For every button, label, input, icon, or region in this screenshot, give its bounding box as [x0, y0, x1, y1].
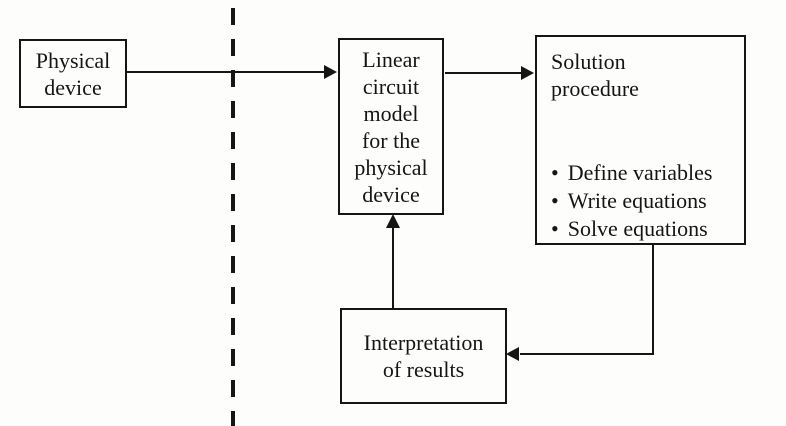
node-physical-device: Physical device [19, 39, 127, 108]
node-label-line: Physical [35, 47, 111, 73]
node-linear-circuit-model: Linear circuit model for the physical de… [338, 38, 444, 215]
node-label-line: Solution [551, 49, 626, 74]
arrowhead-left-icon [506, 347, 519, 361]
solution-procedure-title: Solution procedure [551, 48, 744, 102]
edge-interpretation-to-model-line [392, 228, 394, 308]
arrowhead-right-icon [324, 65, 337, 79]
list-item: • Solve equations [551, 215, 744, 243]
node-label-line: Linear [362, 46, 420, 72]
edge-model-to-solution-line [445, 72, 521, 74]
node-label-line: for the [361, 127, 421, 153]
node-interpretation-of-results: Interpretation of results [340, 308, 507, 404]
edge-solution-to-interpretation-hline [520, 353, 654, 355]
bullet-icon: • [551, 216, 559, 241]
node-solution-procedure: Solution procedure • Define variables • Wr… [535, 35, 746, 245]
node-label-line: circuit [362, 73, 420, 99]
solution-procedure-steps: • Define variables • Write equations • Solv… [551, 159, 744, 243]
list-item-label: Define variables [567, 160, 713, 185]
node-label-line: procedure [551, 76, 639, 101]
list-item-label: Solve equations [567, 216, 708, 241]
node-label-line: of results [382, 357, 465, 382]
bullet-icon: • [551, 160, 559, 185]
boundary-dashed-line [231, 8, 235, 426]
list-item: • Define variables [551, 159, 744, 187]
edge-solution-to-interpretation-vline [652, 245, 654, 355]
bullet-icon: • [551, 188, 559, 213]
node-label-line: model [363, 100, 419, 126]
node-label-line: device [362, 181, 420, 207]
node-label-line: device [44, 74, 102, 100]
edge-physical-to-model-line [127, 71, 324, 73]
list-item: • Write equations [551, 187, 744, 215]
list-item-label: Write equations [567, 188, 707, 213]
node-label-line: Interpretation [363, 330, 484, 355]
node-label-line: physical [354, 154, 428, 180]
arrowhead-right-icon [521, 66, 534, 80]
arrowhead-up-icon [386, 214, 400, 228]
